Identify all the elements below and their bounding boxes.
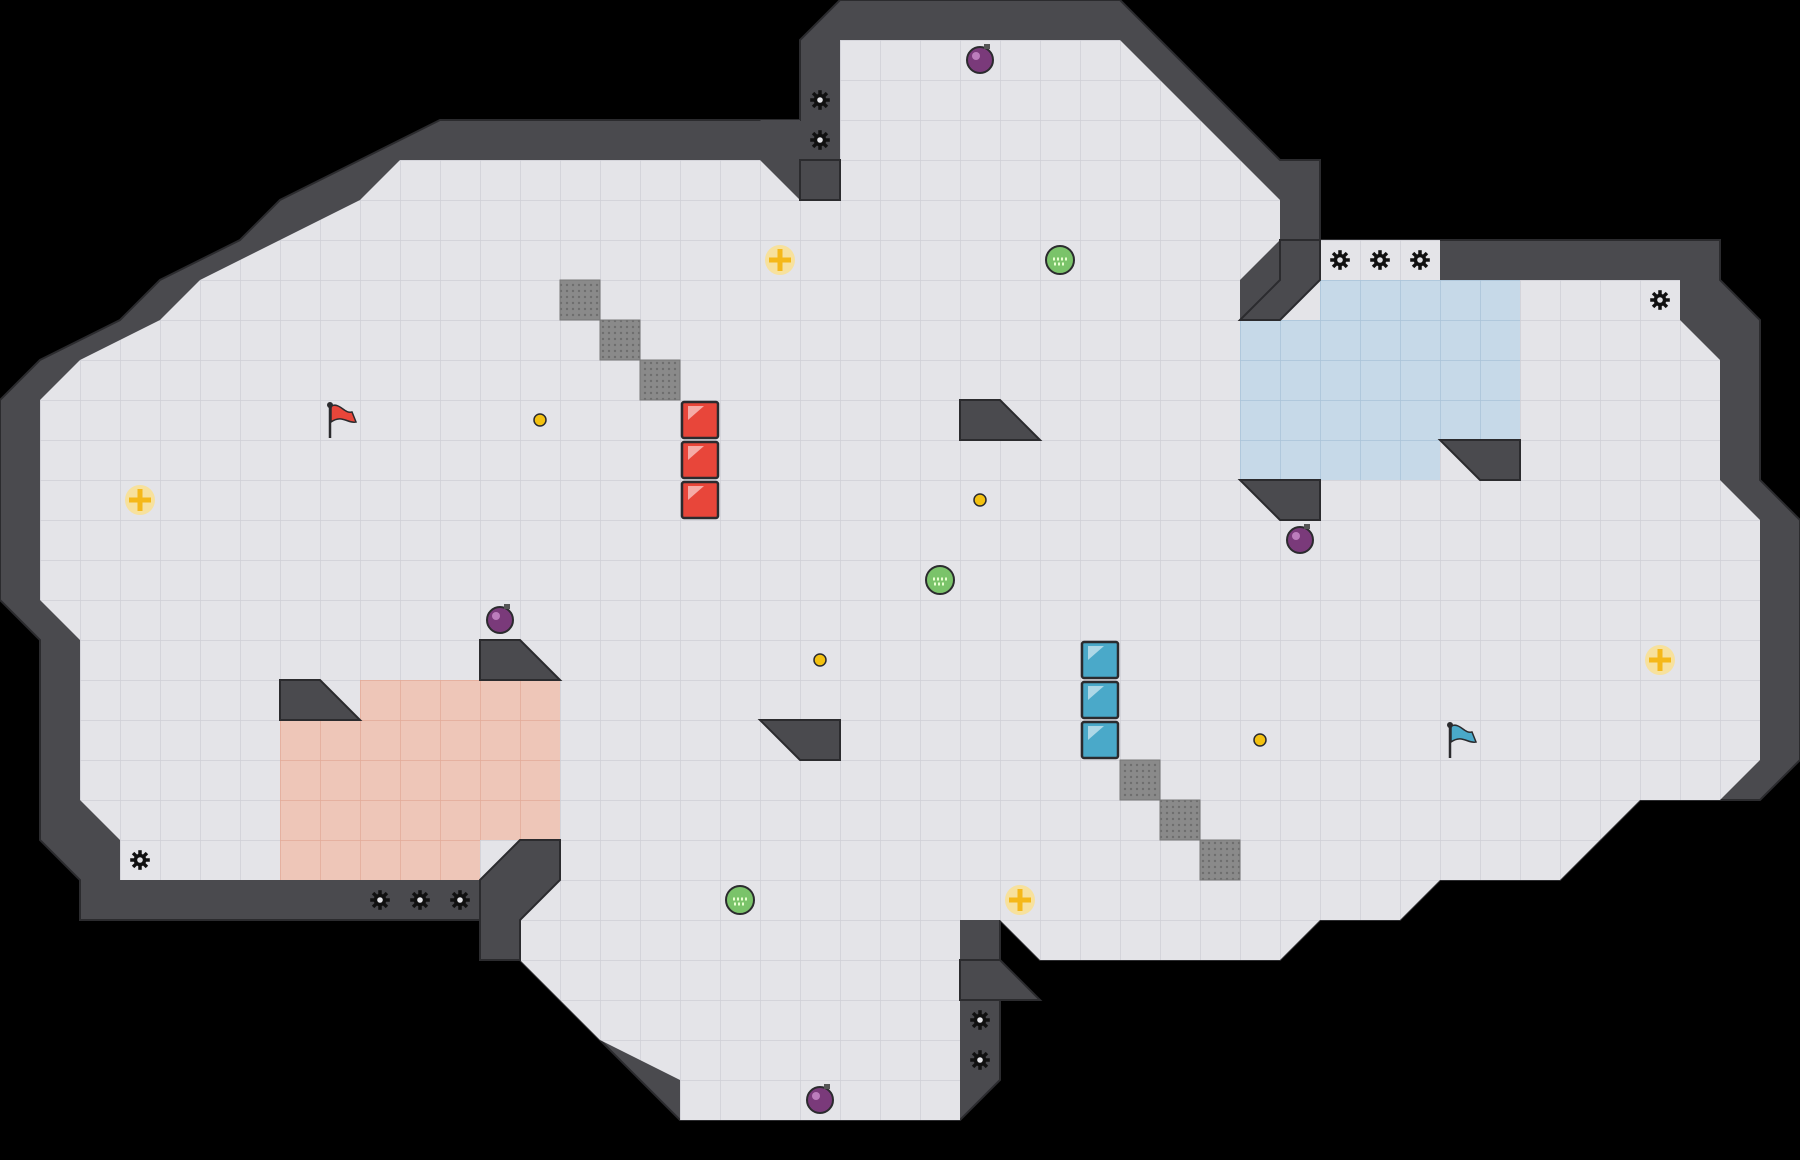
bomb-icon <box>966 44 994 74</box>
gates <box>559 279 1241 881</box>
blue-team-tiles <box>1080 640 1120 760</box>
bombs <box>486 44 1314 1114</box>
boost-icon <box>1645 645 1675 675</box>
blue-endzone <box>1240 280 1520 480</box>
small-boost-icon <box>533 413 547 427</box>
boost-icon <box>125 485 155 515</box>
powerup-icon <box>1045 245 1075 275</box>
spike-icon <box>370 890 390 910</box>
gate-tile <box>559 279 601 321</box>
gate-tile <box>639 359 681 401</box>
spike-icon <box>1330 250 1350 270</box>
bomb-icon <box>806 1084 834 1114</box>
boost-icon <box>1005 885 1035 915</box>
spike-icon <box>1650 290 1670 310</box>
boost-icon <box>765 245 795 275</box>
powerups <box>725 245 1075 915</box>
powerup-icon <box>925 565 955 595</box>
small-boost-icon <box>813 653 827 667</box>
gate-tile <box>1159 799 1201 841</box>
spike-icon <box>970 1050 990 1070</box>
interior-walls <box>279 159 1521 1001</box>
spike-icon <box>970 1010 990 1030</box>
bomb-icon <box>1286 524 1314 554</box>
small-boosts <box>533 413 1267 747</box>
small-boost-icon <box>973 493 987 507</box>
spike-icon <box>1370 250 1390 270</box>
gate-tile <box>1119 759 1161 801</box>
spike-icon <box>810 90 830 110</box>
gate-tile <box>599 319 641 361</box>
red-team-tiles <box>680 400 720 520</box>
bomb-icon <box>486 604 514 634</box>
gate-tile <box>1199 839 1241 881</box>
small-boost-icon <box>1253 733 1267 747</box>
red-flag-icon <box>327 402 358 438</box>
powerup-icon <box>725 885 755 915</box>
spike-icon <box>130 850 150 870</box>
blue-flag-icon <box>1447 722 1478 758</box>
spike-icon <box>810 130 830 150</box>
boosts <box>125 245 1675 915</box>
red-endzone <box>280 680 560 880</box>
spike-icon <box>450 890 470 910</box>
spike-icon <box>1410 250 1430 270</box>
spike-icon <box>410 890 430 910</box>
